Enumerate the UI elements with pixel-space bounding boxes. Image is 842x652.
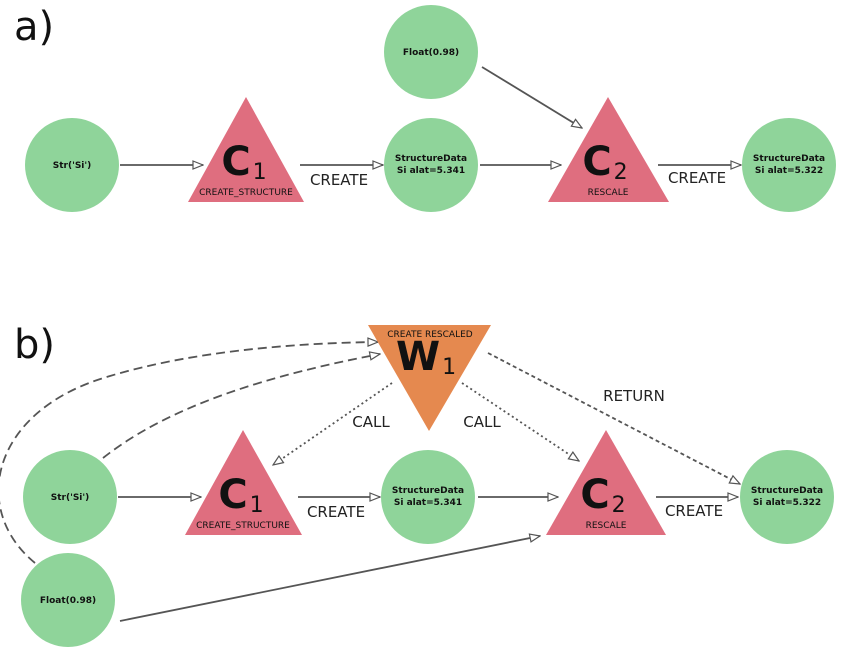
b-data-node-str-label: Str('Si') — [51, 493, 90, 503]
calc-node-c1-caption: CREATE_STRUCTURE — [199, 188, 293, 198]
calc-node-c1-symbol: C1 — [221, 139, 266, 185]
calc-node-c2-symbol: C2 — [582, 139, 627, 185]
b-data-node-structure-1-line2: Si alat=5.341 — [394, 498, 462, 508]
data-node-structure-1: StructureData Si alat=5.341 — [384, 118, 478, 212]
workflow-node-w1-caption: CREATE RESCALED — [387, 330, 473, 340]
edge-call-w1-to-c1 — [273, 382, 393, 465]
edge-label-call-1: CALL — [352, 413, 390, 431]
b-calc-node-c1-symbol: C1 — [218, 472, 263, 518]
calc-node-c2-caption: RESCALE — [588, 188, 629, 198]
panel-a: a) CREATE CREATE Str('Si') Float(0.98) C… — [14, 4, 836, 212]
b-data-node-structure-2: StructureData Si alat=5.322 — [740, 450, 834, 544]
edge-float-to-c2 — [481, 66, 582, 128]
data-node-str-label: Str('Si') — [53, 161, 92, 171]
b-data-node-structure-1: StructureData Si alat=5.341 — [381, 450, 475, 544]
panel-b: b) CALL CALL RETURN CREATE CREATE CREATE… — [0, 322, 834, 647]
data-node-structure-1-line2: Si alat=5.341 — [397, 166, 465, 176]
b-calc-node-c1: C1 CREATE_STRUCTURE — [185, 430, 302, 535]
edge-b-float-to-c2 — [119, 536, 540, 622]
calc-node-c1: C1 CREATE_STRUCTURE — [188, 97, 304, 202]
panel-a-label: a) — [14, 4, 54, 50]
data-node-structure-1-line1: StructureData — [395, 154, 467, 164]
data-node-float-label: Float(0.98) — [403, 48, 459, 58]
data-node-float: Float(0.98) — [384, 5, 478, 99]
panel-b-label: b) — [14, 322, 55, 368]
b-calc-node-c1-caption: CREATE_STRUCTURE — [196, 521, 290, 531]
b-data-node-str: Str('Si') — [23, 450, 117, 544]
edge-label-create-2: CREATE — [668, 169, 726, 187]
edge-label-call-2: CALL — [463, 413, 501, 431]
workflow-node-w1-symbol: W1 — [396, 334, 456, 380]
edge-label-b-create-1: CREATE — [307, 503, 365, 521]
edge-float-to-w1 — [0, 342, 378, 564]
edge-return-w1-to-struct2 — [487, 352, 740, 485]
b-calc-node-c2-symbol: C2 — [580, 472, 625, 518]
b-calc-node-c2-caption: RESCALE — [586, 521, 627, 531]
data-node-structure-2-line1: StructureData — [753, 154, 825, 164]
edge-str-to-w1 — [102, 354, 380, 459]
edge-label-return: RETURN — [603, 387, 665, 405]
edge-label-b-create-2: CREATE — [665, 502, 723, 520]
data-node-str: Str('Si') — [25, 118, 119, 212]
edge-label-create-1: CREATE — [310, 171, 368, 189]
data-node-structure-2: StructureData Si alat=5.322 — [742, 118, 836, 212]
edge-call-w1-to-c2 — [461, 382, 579, 461]
b-data-node-float: Float(0.98) — [21, 553, 115, 647]
b-data-node-structure-1-line1: StructureData — [392, 486, 464, 496]
b-calc-node-c2: C2 RESCALE — [546, 430, 666, 535]
workflow-node-w1: CREATE RESCALED W1 — [368, 325, 491, 431]
b-data-node-float-label: Float(0.98) — [40, 596, 96, 606]
data-node-structure-2-line2: Si alat=5.322 — [755, 166, 823, 176]
b-data-node-structure-2-line1: StructureData — [751, 486, 823, 496]
calc-node-c2: C2 RESCALE — [548, 97, 669, 202]
b-data-node-structure-2-line2: Si alat=5.322 — [753, 498, 821, 508]
